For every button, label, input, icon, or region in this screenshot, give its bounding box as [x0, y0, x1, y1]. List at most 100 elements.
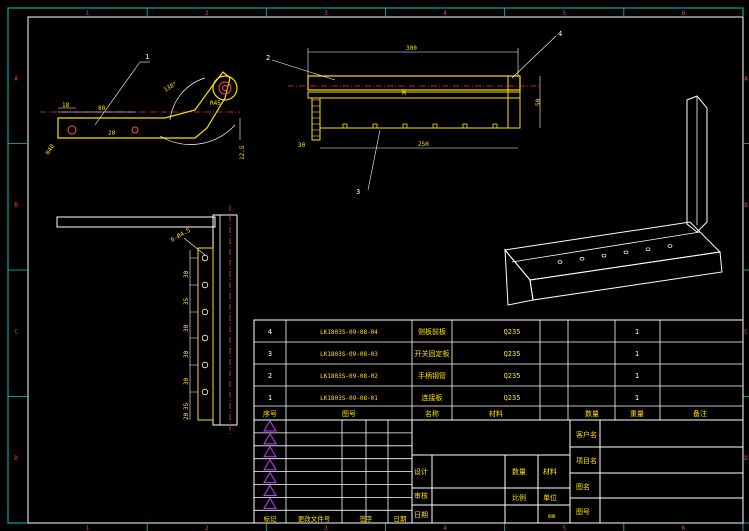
part-name: 手柄钢管 — [418, 371, 446, 380]
side-boss-outer — [212, 75, 238, 101]
part-name: 侧板前板 — [418, 327, 446, 336]
leader-line — [183, 237, 206, 256]
part-qty: 1 — [635, 350, 639, 358]
zone-row-label: D — [14, 455, 18, 462]
hole — [201, 308, 209, 316]
revision-grid — [253, 420, 413, 523]
revision-triangle — [263, 432, 277, 445]
hole-mark — [462, 123, 468, 129]
parts-header: 图号 — [342, 410, 356, 418]
dim-text: 300 — [406, 45, 417, 52]
revision-triangle — [263, 497, 277, 509]
plate-vertical — [212, 214, 238, 426]
dim-text: 30 — [183, 350, 190, 358]
base-plate — [307, 91, 521, 99]
iso-base-end — [504, 248, 534, 306]
parts-header: 重量 — [630, 410, 644, 418]
leader-line — [367, 129, 381, 191]
hole-mark — [372, 123, 378, 129]
parts-table-headers: 序号图号名称材料数量重量备注 — [263, 409, 707, 418]
part-material: Q235 — [504, 372, 521, 380]
part-code: LK1803S-09-08-01 — [320, 395, 378, 402]
zone-col-label: 2 — [205, 525, 209, 531]
dim-text: R40 — [45, 143, 57, 156]
dim-text: 20 — [183, 412, 190, 420]
dim-text: 80 — [98, 105, 106, 112]
revision-triangle — [263, 458, 277, 471]
title-block: 标记更改文件号签字日期 设计 审核 日期 数量 材料 比例 单位 mm 客户名 … — [253, 419, 744, 524]
zone-row-label: A — [14, 75, 18, 82]
dim-text: 18 — [62, 102, 70, 109]
side-view: 1 18 80 20 130° R40 R45 12.5 — [40, 53, 246, 160]
zone-col-label: 1 — [86, 10, 90, 17]
part-code: LK1803S-09-08-02 — [320, 373, 378, 380]
hole-mark — [402, 123, 408, 129]
zone-row-label: A — [744, 75, 748, 82]
zone-col-label: 4 — [443, 525, 447, 531]
tb-label-drawing-no: 图号 — [576, 508, 590, 516]
zone-col-label: 4 — [443, 10, 447, 17]
dim-text: 35 — [183, 402, 190, 410]
part-code: LK1803S-09-08-04 — [320, 329, 378, 336]
revision-header: 签字 — [360, 514, 374, 523]
parts-table-grid — [253, 320, 744, 420]
dim-text: 20 — [402, 89, 408, 95]
hole-mark — [432, 123, 438, 129]
front-hole-marks — [190, 254, 209, 396]
front-view: 6-Ø4.5 30 35 30 30 30 35 20 — [56, 205, 238, 435]
tb-label-project: 项目名 — [576, 456, 597, 465]
part-qty: 1 — [635, 328, 639, 336]
zone-col-label: 6 — [682, 10, 686, 17]
top-hole-marks — [312, 99, 498, 137]
revision-triangle — [263, 420, 277, 432]
revision-header: 日期 — [394, 515, 408, 523]
revision-triangles — [263, 420, 277, 509]
leader-line — [271, 59, 336, 81]
revision-triangle — [263, 471, 277, 484]
tb-label-quantity: 数量 — [512, 467, 526, 476]
part-qty: 1 — [635, 394, 639, 402]
part-code: LK1803S-09-08-03 — [320, 351, 378, 358]
zone-col-label: 5 — [562, 10, 566, 17]
iso-hole — [667, 244, 673, 248]
hole — [201, 361, 209, 369]
tb-label-customer: 客户名 — [576, 430, 597, 439]
dim-text: 130° — [163, 80, 179, 93]
top-view: 300 250 30 50 20 2 3 4 — [266, 30, 562, 196]
zone-row-label: B — [744, 202, 748, 209]
dim-text: 20 — [108, 130, 116, 137]
tb-unit-value: mm — [548, 513, 556, 520]
zone-col-label: 5 — [562, 525, 566, 531]
tb-label-design: 设计 — [414, 467, 428, 476]
dim-text: R45 — [210, 100, 221, 107]
revision-header: 标记 — [264, 514, 278, 523]
revision-headers: 标记 更改文件号 签字 日期 — [264, 514, 408, 523]
leader-label: 3 — [356, 188, 360, 196]
tb-label-drawing-name: 图名 — [576, 482, 590, 491]
side-arc-dim — [159, 124, 236, 145]
parts-header: 数量 — [585, 409, 599, 418]
part-no: 2 — [268, 372, 272, 380]
zone-col-label: 1 — [86, 525, 90, 531]
iso-base-top — [504, 221, 722, 281]
iso-hole — [557, 260, 563, 264]
part-material: Q235 — [504, 328, 521, 336]
revision-header: 更改文件号 — [298, 514, 331, 523]
tb-label-approve: 日期 — [414, 511, 428, 519]
zone-row-label: C — [744, 328, 748, 335]
part-name: 开关固定板 — [415, 349, 450, 358]
iso-hole-marks — [557, 244, 673, 264]
leader-label: 2 — [266, 54, 270, 62]
parts-header: 名称 — [425, 409, 439, 418]
hole — [201, 281, 209, 289]
parts-header: 材料 — [489, 409, 503, 418]
dim-text: 12.5 — [239, 145, 246, 160]
dim-text: 35 — [183, 297, 190, 305]
side-arc-dim — [169, 77, 206, 121]
end-bracket — [507, 75, 521, 129]
zone-col-label: 2 — [205, 10, 209, 17]
part-no: 3 — [268, 350, 272, 358]
